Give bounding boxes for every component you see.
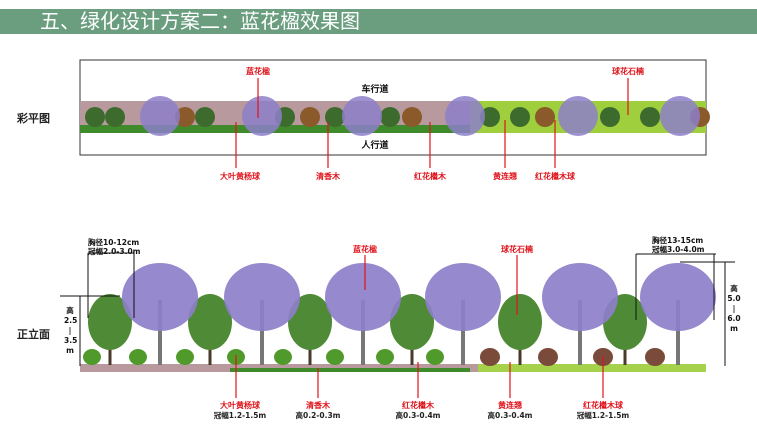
plan-shrub — [402, 107, 422, 127]
elev-label-boxwood: 大叶黄杨球 — [220, 401, 260, 410]
plan-jacaranda-tree — [140, 96, 180, 136]
plan-shrub — [325, 107, 345, 127]
plan-label-jacaranda: 蓝花楹 — [246, 67, 270, 76]
elev-boxwood-ball — [376, 349, 394, 365]
plan-shrub — [380, 107, 400, 127]
elev-spec-loropetalum-ball: 冠幅1.2-1.5m — [576, 411, 630, 420]
plan-shrub — [600, 107, 620, 127]
page-title: 五、绿化设计方案二：蓝花楹效果图 — [40, 9, 360, 33]
elev-jacaranda-tree — [325, 263, 401, 331]
title-bar — [0, 9, 757, 34]
elev-loropetalum-ball — [538, 348, 558, 366]
elev-shade-tree — [188, 294, 232, 350]
plan-jacaranda-tree — [558, 96, 598, 136]
elev-boxwood-ball — [326, 349, 344, 365]
plan-jacaranda-tree — [342, 96, 382, 136]
elevation-view — [60, 252, 735, 398]
plan-label-loropetalum-ball: 红花檵木球 — [535, 172, 575, 181]
right-spec-dbh: 胸径13-15cm — [652, 236, 704, 245]
elev-loropetalum-ball — [645, 348, 665, 366]
left-spec-dbh: 胸径10-12cm — [88, 238, 140, 247]
elev-shade-tree — [390, 294, 434, 350]
plan-view — [79, 59, 710, 168]
dimension-lines — [60, 252, 735, 366]
elev-boxwood-ball — [83, 349, 101, 365]
elev-spec-pistacia: 高0.2-0.3m — [295, 411, 341, 420]
elev-label-loropetalum-ball: 红花檵木球 — [583, 401, 623, 410]
right-spec-crown: 冠幅3.0-4.0m — [652, 245, 705, 254]
plan-shrub — [480, 107, 500, 127]
plan-jacaranda-tree — [660, 96, 700, 136]
elev-jacaranda-tree — [122, 263, 198, 331]
plan-shrub — [535, 107, 555, 127]
plan-jacaranda-tree — [242, 96, 282, 136]
elev-boxwood-ball — [129, 349, 147, 365]
elev-boxwood-ball — [176, 349, 194, 365]
left-spec-crown: 冠幅2.0-3.0m — [88, 247, 141, 256]
elev-boxwood-ball — [426, 349, 444, 365]
plan-label-boxwood: 大叶黄杨球 — [220, 172, 260, 181]
plan-shrub — [105, 107, 125, 127]
road-bottom-label: 人行道 — [361, 141, 389, 151]
road-top-label: 车行道 — [361, 85, 389, 95]
elev-label-forsythia: 黄连翘 — [498, 401, 522, 410]
plan-shrub — [510, 107, 530, 127]
elev-label-loropetalum: 红花檵木 — [402, 401, 434, 410]
elev-jacaranda-tree — [640, 263, 716, 331]
plan-label-photinia: 球花石楠 — [612, 67, 644, 76]
plan-label-pistacia: 清香木 — [316, 172, 340, 181]
elev-boxwood-ball — [274, 349, 292, 365]
plan-shrub — [85, 107, 105, 127]
elev-jacaranda-tree — [542, 263, 618, 331]
plan-shrub — [195, 107, 215, 127]
elev-loropetalum-ball — [480, 348, 500, 366]
elev-label-photinia: 球花石楠 — [501, 245, 533, 254]
elev-jacaranda-tree — [425, 263, 501, 331]
elevation-section-label: 正立面 — [17, 328, 50, 341]
elev-spec-boxwood: 冠幅1.2-1.5m — [213, 411, 267, 420]
elev-shade-tree — [288, 294, 332, 350]
plan-label-loropetalum: 红花檵木 — [414, 172, 446, 181]
elev-label-jacaranda: 蓝花楹 — [353, 245, 377, 254]
plan-shrub — [175, 107, 195, 127]
elev-shade-tree — [498, 294, 542, 350]
elev-label-pistacia: 清香木 — [306, 401, 330, 410]
elev-spec-loropetalum: 高0.3-0.4m — [395, 411, 441, 420]
plan-label-forsythia: 黄连翘 — [493, 172, 517, 181]
elev-jacaranda-tree — [224, 263, 300, 331]
elev-spec-forsythia: 高0.3-0.4m — [487, 411, 533, 420]
plan-jacaranda-tree — [445, 96, 485, 136]
plan-section-label: 彩平图 — [17, 112, 50, 125]
plan-shrub — [640, 107, 660, 127]
elev-shade-tree — [88, 294, 132, 350]
plan-shrub — [300, 107, 320, 127]
